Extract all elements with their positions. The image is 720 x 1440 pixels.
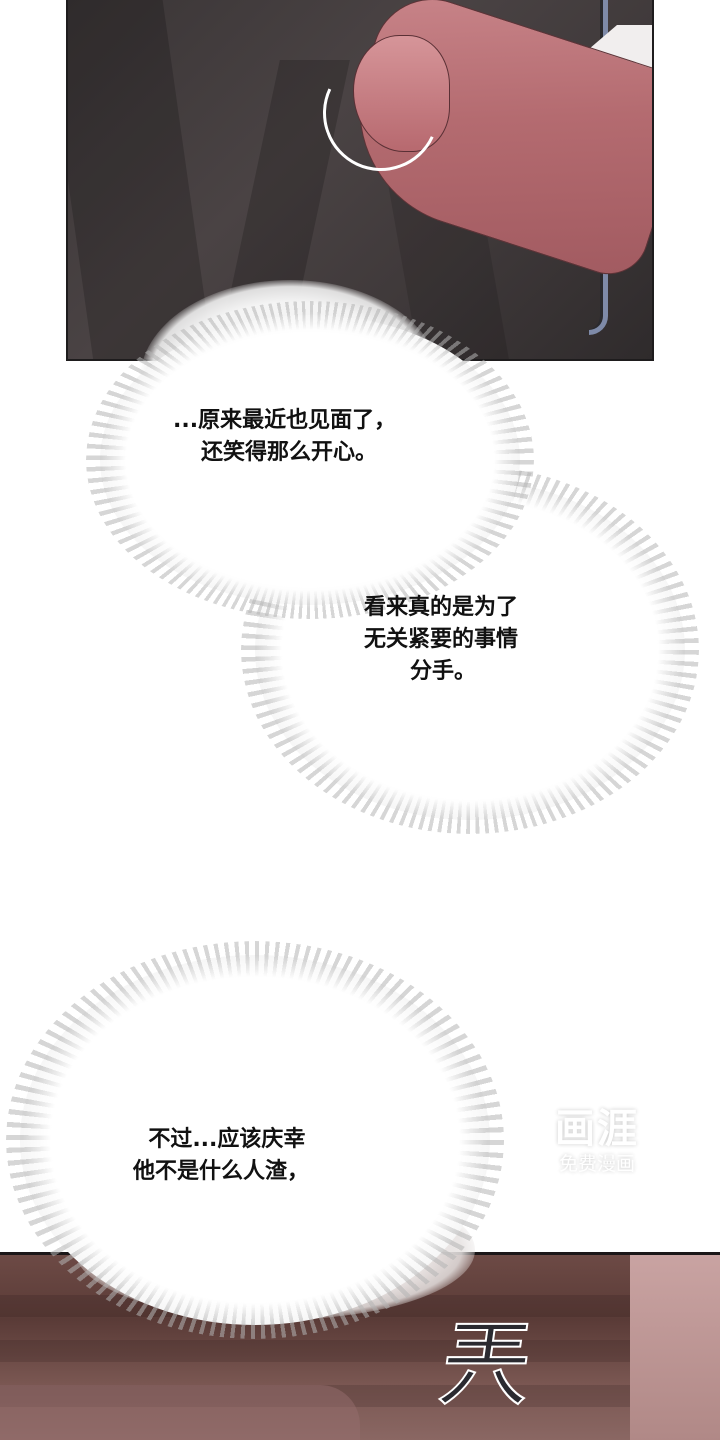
blind-stripe xyxy=(0,1340,720,1362)
furniture xyxy=(0,1385,360,1440)
bubble-2-text: 看来真的是为了 无关紧要的事情 分手。 xyxy=(364,592,518,688)
bubble-2-line-3: 分手。 xyxy=(364,659,476,684)
watermark-subtitle: 免费漫画 xyxy=(558,1153,635,1175)
bubble-1-line-2: 还笑得那么开心。 xyxy=(201,440,378,465)
bubble-3-line-2: 他不是什么人渣， xyxy=(133,1159,310,1184)
sound-effect: 兲 xyxy=(432,1311,541,1420)
bubble-2-line-1: 看来真的是为了 xyxy=(364,595,519,620)
bubble-2-line-2: 无关紧要的事情 xyxy=(364,627,519,652)
watermark: 画涯 免费漫画 xyxy=(538,1106,656,1176)
watermark-logo: 画涯 xyxy=(555,1106,639,1152)
wall-light xyxy=(630,1255,720,1440)
thought-bubble-3 xyxy=(20,955,490,1325)
bubble-3-text: 不过...应该庆幸 他不是什么人渣， xyxy=(133,1124,309,1188)
thought-bubble-1 xyxy=(100,315,520,605)
bubble-1-text: ...原来最近也见面了， 还笑得那么开心。 xyxy=(173,405,396,469)
bubble-1-line-1: ...原来最近也见面了， xyxy=(173,408,397,433)
bubble-3-line-1: 不过...应该庆幸 xyxy=(133,1127,306,1152)
thumb xyxy=(353,35,450,152)
